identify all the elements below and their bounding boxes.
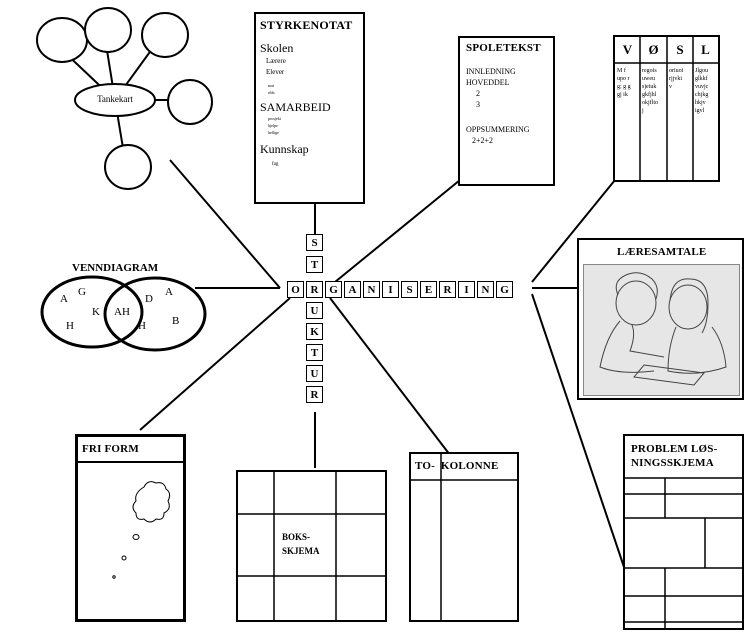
spoletekst-line: OPPSUMMERING	[466, 125, 530, 134]
letter-cell: R	[439, 281, 456, 298]
letter-cell: E	[420, 281, 437, 298]
venn-right-A: A	[165, 286, 173, 298]
styrkenotat-line: ribb	[268, 90, 275, 95]
spoletekst-box: SPOLETEKST INNLEDNING HOVEDDEL 2 3 OPPSU…	[458, 36, 555, 186]
spoletekst-line: 3	[476, 100, 480, 109]
laeresamtale-illustration	[583, 264, 740, 396]
styrkenotat-title: STYRKENOTAT	[260, 18, 353, 32]
letter-cell: T	[306, 344, 323, 361]
mindmap-center-label: Tankekart	[97, 94, 133, 104]
problem-grid	[625, 477, 742, 628]
venn-left-H: H	[66, 320, 74, 332]
vosl-header-l: L	[701, 42, 710, 57]
venn-left-A: A	[60, 293, 68, 305]
styrkenotat-heading: SAMARBEID	[260, 100, 331, 114]
venn-circles	[40, 275, 207, 352]
vosl-cell: M f upo r g; g g gj ik	[617, 68, 631, 98]
styrkenotat-box: STYRKENOTAT Skolen Lærere Elever mat rib…	[254, 12, 365, 204]
letter-cell: G	[325, 281, 342, 298]
styrkenotat-line: fag	[272, 162, 279, 167]
venn-left-G: G	[78, 286, 86, 298]
letter-cell: K	[306, 323, 323, 340]
letter-cell: N	[477, 281, 494, 298]
laeresamtale-title: LÆRESAMTALE	[617, 246, 707, 258]
letter-cell: S	[306, 234, 323, 251]
tokolonne-box: TO- KOLONNE	[409, 452, 519, 622]
line-to-tokolonne	[329, 297, 451, 456]
letter-cell: I	[382, 281, 399, 298]
letter-cell: O	[287, 281, 304, 298]
girls-reading-drawing	[599, 272, 727, 386]
styrkenotat-heading: Skolen	[260, 41, 294, 55]
vosl-grid	[615, 37, 718, 180]
vosl-header-oe: Ø	[648, 42, 659, 57]
line-to-spoletekst	[334, 179, 461, 283]
spoletekst-line: 2	[476, 89, 480, 98]
venn-left-K: K	[92, 306, 100, 318]
venn-overlap: AH	[114, 306, 130, 318]
tokolonne-grid	[411, 454, 517, 620]
spoletekst-title: SPOLETEKST	[466, 42, 541, 54]
styrkenotat-heading: Kunnskap	[260, 142, 309, 156]
letter-cell: U	[306, 365, 323, 382]
vosl-cell: Jlgou glkkf vuvjc chjkg hkjv igvl	[695, 68, 709, 114]
laeresamtale-box: LÆRESAMTALE	[577, 238, 744, 400]
line-to-problem	[531, 293, 626, 571]
friform-title: FRI FORM	[82, 443, 139, 455]
venn-right-H: H	[138, 320, 146, 332]
letter-cell: R	[306, 281, 323, 298]
line-to-friform	[139, 297, 291, 431]
problem-box: PROBLEM LØS- NINGSSKJEMA	[623, 434, 744, 630]
letter-cell: N	[363, 281, 380, 298]
boks-grid	[238, 472, 385, 620]
vosl-table: V Ø S L M f upo r g; g g gj ik regois uw…	[613, 35, 720, 182]
letter-cell: T	[306, 256, 323, 273]
venn-title: VENNDIAGRAM	[72, 262, 159, 274]
styrkenotat-line: Lærere	[266, 57, 286, 65]
styrkenotat-line: mat	[268, 83, 274, 88]
boks-skjema-label: BOKS- SKJEMA	[282, 532, 320, 556]
vosl-cell: regois uweu sjetuk gkfjhl okjflto j	[642, 68, 658, 114]
letter-cell: U	[306, 302, 323, 319]
boks-skjema-box: BOKS- SKJEMA	[236, 470, 387, 622]
vosl-header-v: V	[622, 42, 633, 57]
mindmap	[36, 7, 213, 190]
problem-title: PROBLEM LØS- NINGSSKJEMA	[631, 443, 718, 469]
letter-cell: G	[496, 281, 513, 298]
line-to-vosl	[531, 179, 616, 283]
tokolonne-title: TO- KOLONNE	[415, 460, 499, 472]
letter-cell: R	[306, 386, 323, 403]
styrkenotat-line: hellige	[268, 130, 279, 135]
spoletekst-line: 2+2+2	[472, 136, 494, 145]
friform-box: FRI FORM	[75, 434, 186, 622]
styrkenotat-line: prosjekt	[268, 116, 281, 121]
spoletekst-line: HOVEDDEL	[466, 78, 510, 87]
vosl-cell: oriuoi rjjvki v	[669, 68, 684, 90]
letter-cell: A	[344, 281, 361, 298]
line-to-mindmap	[169, 159, 281, 289]
thought-cloud-icon	[112, 481, 171, 579]
styrkenotat-line: Elever	[266, 68, 285, 76]
venn-right-B: B	[172, 315, 180, 327]
letter-cell: I	[458, 281, 475, 298]
venn-right-D: D	[145, 293, 153, 305]
styrkenotat-line: hjelpe	[268, 123, 278, 128]
letter-cell: S	[401, 281, 418, 298]
spoletekst-line: INNLEDNING	[466, 67, 516, 76]
vosl-header-s: S	[676, 42, 684, 57]
